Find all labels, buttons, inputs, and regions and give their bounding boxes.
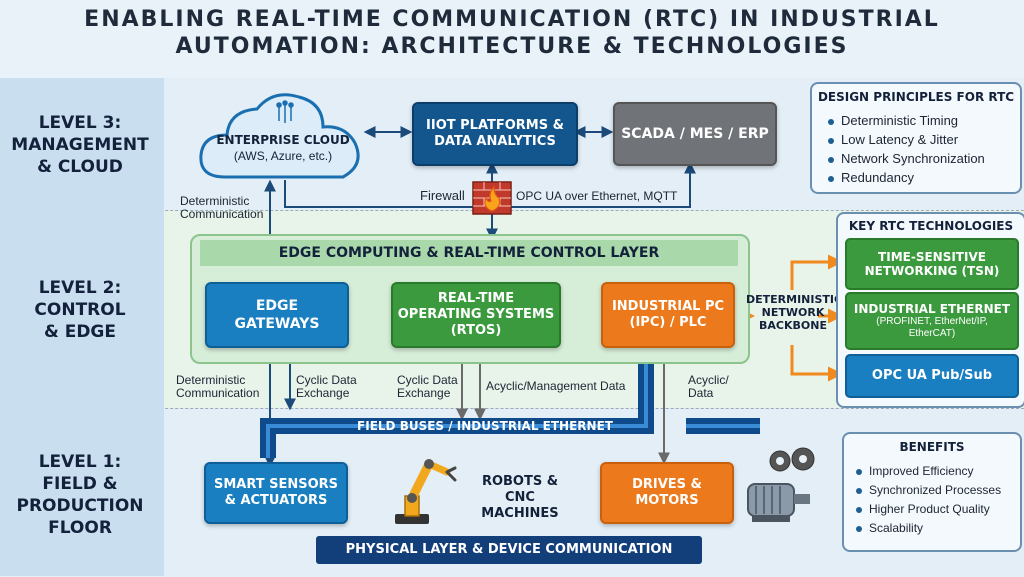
- principle-item: Low Latency & Jitter: [828, 130, 985, 149]
- tsn-label: TIME-SENSITIVE NETWORKING (TSN): [864, 250, 1000, 278]
- industrial-ethernet-sub: (PROFINET, EtherNet/IP, EtherCAT): [876, 316, 988, 339]
- smart-sensors-box[interactable]: SMART SENSORS & ACTUATORS: [204, 462, 348, 524]
- bullet-icon: [828, 156, 834, 163]
- acyclic-data-label: Acyclic/ Data: [688, 373, 729, 400]
- bullet-icon: [856, 468, 862, 475]
- ipc-plc-box[interactable]: INDUSTRIAL PC (IPC) / PLC: [601, 282, 735, 348]
- bullet-icon: [828, 175, 834, 182]
- firewall-icon: [472, 181, 512, 215]
- key-tech-title: KEY RTC TECHNOLOGIES: [848, 219, 1014, 233]
- level-column: [0, 78, 164, 576]
- drives-motors-box[interactable]: DRIVES & MOTORS: [600, 462, 734, 524]
- benefits-panel: BENEFITS Improved Efficiency Synchronize…: [842, 432, 1022, 552]
- bullet-icon: [856, 506, 862, 513]
- design-principles-panel: DESIGN PRINCIPLES FOR RTC Deterministic …: [810, 82, 1022, 194]
- robot-arm-icon: [395, 459, 457, 524]
- principle-item: Deterministic Timing: [828, 111, 985, 130]
- page-title: ENABLING REAL-TIME COMMUNICATION (RTC) I…: [84, 7, 940, 59]
- opc-ua-label: OPC UA Pub/Sub: [871, 368, 993, 383]
- opc-ua-box[interactable]: OPC UA Pub/Sub: [845, 354, 1019, 398]
- benefits-list: Improved Efficiency Synchronized Process…: [856, 462, 1001, 538]
- benefit-item: Improved Efficiency: [856, 462, 1001, 481]
- protocols-label: OPC UA over Ethernet, MQTT: [516, 189, 678, 203]
- benefits-title: BENEFITS: [899, 440, 965, 454]
- fieldbus-label: FIELD BUSES / INDUSTRIAL ETHERNET: [357, 419, 613, 433]
- acyclic-mgmt-label: Acyclic/Management Data: [486, 379, 626, 393]
- bullet-icon: [828, 118, 834, 125]
- robots-label: ROBOTS & CNC MACHINES: [481, 474, 559, 521]
- det-comm-label: Deterministic Communication: [176, 373, 260, 400]
- principle-item: Redundancy: [828, 168, 985, 187]
- principle-item: Network Synchronization: [828, 149, 985, 168]
- det-comm-top-label: Deterministic Communication: [180, 194, 264, 221]
- edge-gateways-box[interactable]: EDGE GATEWAYS: [205, 282, 349, 348]
- rtos-box[interactable]: REAL-TIME OPERATING SYSTEMS (RTOS): [391, 282, 561, 348]
- cloud-subtitle: (AWS, Azure, etc.): [233, 149, 333, 163]
- cloud-icon: [199, 93, 360, 179]
- motor-icon: [747, 483, 810, 522]
- enterprise-cloud[interactable]: ENTERPRISE CLOUD (AWS, Azure, etc.): [205, 133, 361, 163]
- cloud-title: ENTERPRISE CLOUD: [216, 133, 350, 147]
- backbone-label: DETERMINISTIC NETWORK BACKBONE: [746, 293, 843, 332]
- scada-mes-erp-box[interactable]: SCADA / MES / ERP: [613, 102, 777, 166]
- bullet-icon: [828, 137, 834, 144]
- cyclic-label-2: Cyclic Data Exchange: [397, 373, 458, 400]
- iiot-platforms-box[interactable]: IIOT PLATFORMS & DATA ANALYTICS: [412, 102, 578, 166]
- cyclic-label-1: Cyclic Data Exchange: [296, 373, 357, 400]
- industrial-ethernet-box[interactable]: INDUSTRIAL ETHERNET (PROFINET, EtherNet/…: [845, 292, 1019, 350]
- edge-layer-title: EDGE COMPUTING & REAL-TIME CONTROL LAYER: [200, 240, 738, 266]
- physical-layer-bar: PHYSICAL LAYER & DEVICE COMMUNICATION: [316, 536, 702, 564]
- level1-label: LEVEL 1: FIELD & PRODUCTION FLOOR: [16, 452, 144, 538]
- design-principles-list: Deterministic Timing Low Latency & Jitte…: [828, 111, 985, 187]
- benefit-item: Higher Product Quality: [856, 500, 1001, 519]
- design-principles-title: DESIGN PRINCIPLES FOR RTC: [817, 90, 1015, 104]
- level3-label: LEVEL 3: MANAGEMENT & CLOUD: [11, 113, 149, 177]
- firewall-label: Firewall: [420, 188, 465, 203]
- bullet-icon: [856, 525, 862, 532]
- arrow-backbone-tsn: [790, 254, 843, 290]
- arrow-backbone-opc: [790, 345, 843, 382]
- level2-label: LEVEL 2: CONTROL & EDGE: [34, 278, 126, 342]
- gears-icon: [769, 447, 815, 472]
- bullet-icon: [856, 487, 862, 494]
- benefit-item: Synchronized Processes: [856, 481, 1001, 500]
- industrial-ethernet-label: INDUSTRIAL ETHERNET: [853, 302, 1011, 316]
- tsn-box[interactable]: TIME-SENSITIVE NETWORKING (TSN): [845, 238, 1019, 290]
- benefit-item: Scalability: [856, 519, 1001, 538]
